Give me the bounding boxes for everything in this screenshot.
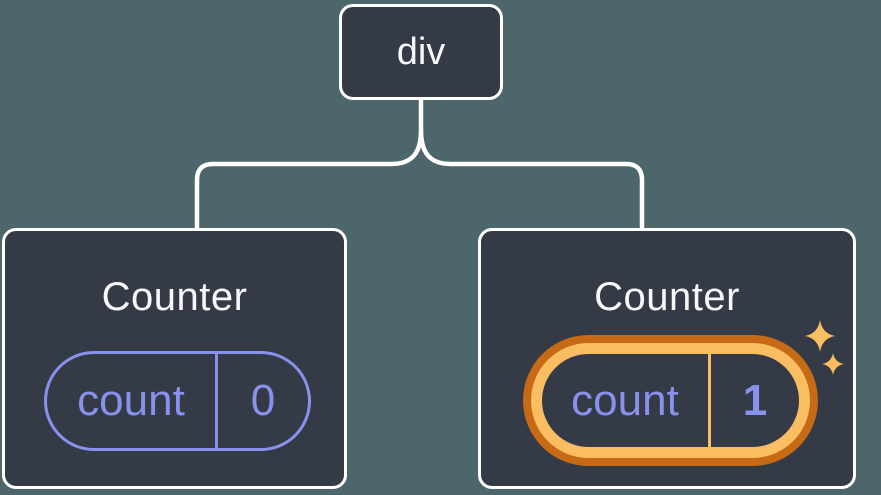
state-value-segment: 1: [711, 354, 799, 447]
root-node: div: [339, 4, 503, 100]
tree-edge-left: [194, 129, 424, 230]
state-pill-highlight-ring: count 1: [531, 343, 810, 458]
state-pill-highlighted: count 1: [523, 335, 818, 466]
state-key-segment: count: [542, 354, 711, 447]
state-pill: count 0: [44, 351, 311, 451]
state-pill-inner: count 1: [542, 354, 799, 447]
counter-title: Counter: [101, 275, 248, 319]
state-value: 0: [250, 376, 276, 425]
state-key-segment: count: [47, 354, 218, 448]
state-key-label: count: [77, 376, 185, 425]
counter-node-left: Counter count 0: [2, 228, 347, 489]
counter-node-right: Counter count 1: [478, 228, 856, 489]
root-node-label: div: [396, 30, 446, 73]
counter-title: Counter: [594, 275, 740, 319]
state-value: 1: [742, 375, 768, 425]
state-value-segment: 0: [218, 354, 308, 448]
tree-edge-right: [418, 129, 645, 230]
state-key-label: count: [571, 375, 679, 425]
